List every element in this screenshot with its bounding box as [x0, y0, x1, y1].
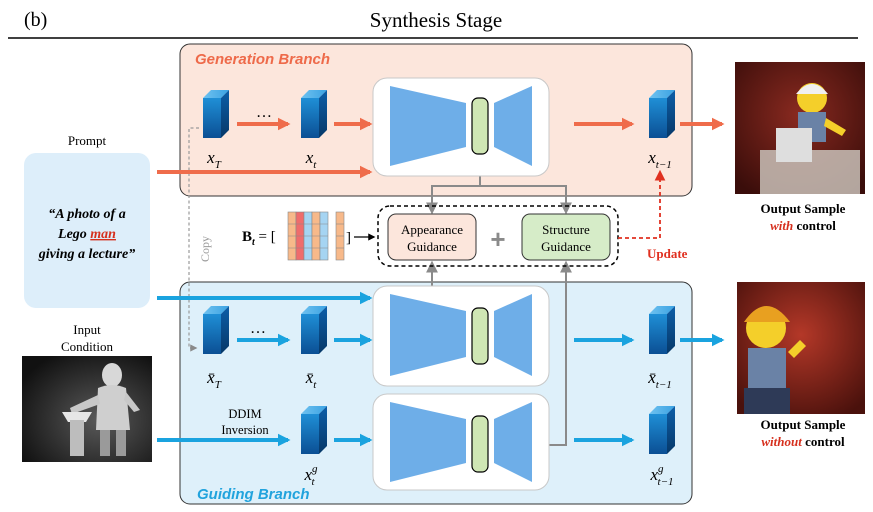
prompt-box — [24, 153, 150, 308]
panel-label: (b) — [24, 9, 47, 31]
cube-xt — [301, 90, 327, 138]
latent-label-xbarT: x̄T — [206, 368, 222, 391]
prompt-line2: Lego man — [57, 227, 116, 242]
copy-arrow — [188, 127, 199, 352]
cube-xbart1 — [649, 306, 675, 354]
bt-label: Bt = [ — [242, 229, 276, 248]
prompt-line1: “A photo of a — [48, 207, 125, 222]
cube-xgt — [301, 406, 327, 454]
copy-label: Copy — [198, 236, 212, 262]
output-with-line2: with control — [770, 218, 836, 233]
guidance-group — [377, 205, 619, 267]
unet-guiding-top — [372, 285, 550, 387]
guide-ellipsis: … — [250, 320, 266, 337]
cube-xgt1 — [649, 406, 675, 454]
structure-guidance-line2: Guidance — [541, 239, 591, 254]
appearance-guidance-line2: Guidance — [407, 239, 457, 254]
figure-title: Synthesis Stage — [370, 8, 502, 32]
bt-close-bracket: ] — [346, 230, 351, 246]
latent-label-xT: xT — [206, 148, 222, 171]
unet-generation — [372, 77, 550, 177]
latent-label-xbart1: x̄t−1 — [647, 368, 672, 391]
latent-label-xbart: x̄t — [305, 368, 318, 391]
depth-map-image — [22, 356, 152, 462]
input-condition-line1: Input — [73, 322, 101, 337]
ddim-line1: DDIM — [228, 407, 261, 421]
structure-guidance-line1: Structure — [542, 222, 590, 237]
output-image-with-control — [735, 62, 865, 194]
input-condition-line2: Condition — [61, 339, 114, 354]
output-without-line1: Output Sample — [761, 417, 846, 432]
latent-cubes — [203, 90, 675, 454]
plus-sign: + — [490, 224, 505, 254]
appearance-guidance-box — [387, 213, 477, 261]
update-arrow — [618, 169, 666, 239]
latent-label-xt: xt — [305, 148, 318, 171]
prompt-line3: giving a lecture” — [38, 247, 135, 262]
cube-xt1 — [649, 90, 675, 138]
prompt-label: Prompt — [68, 133, 107, 148]
output-without-line2: without control — [761, 434, 845, 449]
appearance-guidance-line1: Appearance — [401, 222, 463, 237]
bt-matrix — [287, 211, 345, 261]
ddim-line2: Inversion — [221, 423, 269, 437]
update-label: Update — [647, 246, 688, 261]
guiding-branch-label: Guiding Branch — [197, 486, 310, 503]
structure-guidance-box — [521, 213, 611, 261]
cube-xbarT — [203, 306, 229, 354]
cube-xbart — [301, 306, 327, 354]
generation-branch-label: Generation Branch — [195, 51, 330, 68]
cube-xT — [203, 90, 229, 138]
latent-label-xt1: xt−1 — [647, 148, 672, 171]
unet-guiding-bottom — [372, 393, 550, 491]
gen-ellipsis: … — [256, 104, 272, 121]
output-with-line1: Output Sample — [761, 201, 846, 216]
output-image-without-control — [737, 282, 865, 414]
prompt-highlight-word: man — [90, 227, 116, 242]
